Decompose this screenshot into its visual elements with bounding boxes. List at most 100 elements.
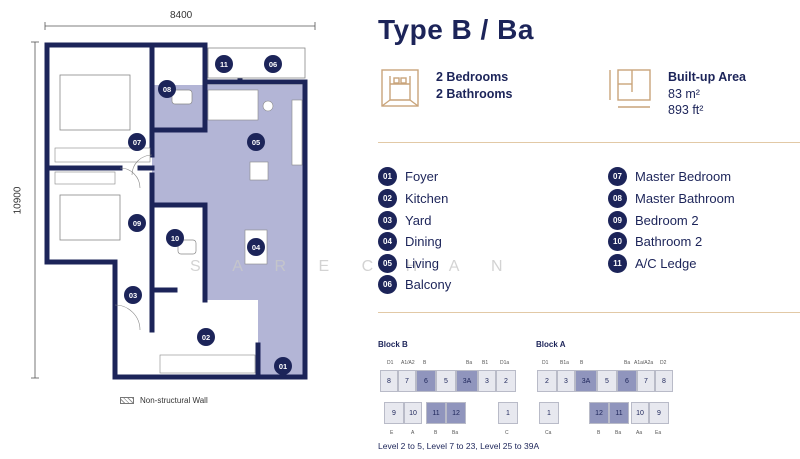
- room-number-badge: 10: [608, 231, 627, 251]
- built-up-area-label: Built-up Area: [668, 70, 747, 84]
- block-b-code: D1a: [500, 360, 510, 366]
- block-a-code: B: [580, 360, 584, 366]
- room-label: Foyer: [405, 168, 439, 184]
- block-a-unit: 7: [637, 370, 655, 392]
- block-a-unit-highlight: 6: [617, 370, 637, 392]
- unit-title: Type B / Ba: [378, 14, 534, 45]
- divider-bottom: [378, 312, 800, 313]
- block-b-unit: 9: [384, 402, 404, 424]
- block-a-unit: 5: [597, 370, 617, 392]
- room-number-badge: 05: [378, 253, 397, 273]
- block-b-unit-highlight: 6: [416, 370, 436, 392]
- floor-plan-drawing: [31, 22, 316, 380]
- bedroom-icon: [381, 69, 419, 107]
- block-b-unit-highlight: 11: [426, 402, 446, 424]
- block-b-unit: 1: [498, 402, 518, 424]
- room-number-badge: 08: [608, 188, 627, 208]
- block-b-unit-highlight: 3A: [456, 370, 478, 392]
- room-list-item: 05 Living: [378, 253, 439, 273]
- room-number-badge: 09: [608, 210, 627, 230]
- plan-marker-06: 06: [264, 55, 282, 73]
- block-a-unit-highlight: 3A: [575, 370, 597, 392]
- block-b-unit: 2: [496, 370, 516, 392]
- block-b-unit: 8: [380, 370, 398, 392]
- room-label: Dining: [405, 233, 442, 249]
- block-b-code: B: [434, 430, 438, 436]
- block-b-code: B1: [482, 360, 489, 366]
- plan-marker-10: 10: [166, 229, 184, 247]
- room-number-badge: 07: [608, 166, 627, 186]
- room-list-item: 01 Foyer: [378, 166, 438, 186]
- block-a-code: Aa: [636, 430, 643, 436]
- room-number-badge: 03: [378, 210, 397, 230]
- floor-area-icon: [609, 69, 651, 108]
- room-label: Bedroom 2: [635, 212, 699, 228]
- width-dimension: 8400: [170, 10, 193, 21]
- bedrooms-count: 2 Bedrooms: [436, 70, 509, 84]
- room-label: Living: [405, 255, 439, 271]
- room-list-item: 06 Balcony: [378, 274, 451, 294]
- block-a-unit: 1: [539, 402, 559, 424]
- levels-note: Level 2 to 5, Level 7 to 23, Level 25 to…: [378, 441, 540, 451]
- plan-marker-02: 02: [197, 328, 215, 346]
- plan-marker-07: 07: [128, 133, 146, 151]
- room-label: Bathroom 2: [635, 233, 703, 249]
- divider-top: [378, 142, 800, 143]
- block-a-code: A1a/A2a: [634, 360, 654, 366]
- block-a-unit: 2: [537, 370, 557, 392]
- hatch-swatch: [120, 397, 134, 404]
- room-list-item: 07 Master Bedroom: [608, 166, 731, 186]
- legend-label: Non-structural Wall: [140, 396, 208, 405]
- room-number-badge: 11: [608, 253, 627, 273]
- room-number-badge: 02: [378, 188, 397, 208]
- block-a-code: B: [597, 430, 601, 436]
- room-label: Kitchen: [405, 190, 449, 206]
- block-b-code: Ba: [466, 360, 473, 366]
- block-b-code: Ba: [452, 430, 459, 436]
- room-label: Master Bedroom: [635, 168, 732, 184]
- plan-marker-01: 01: [274, 357, 292, 375]
- watermark: S A R E C H A N: [190, 258, 517, 275]
- room-list-item: 04 Dining: [378, 231, 442, 251]
- room-label: Master Bathroom: [635, 190, 735, 206]
- room-list-item: 08 Master Bathroom: [608, 188, 735, 208]
- block-b-code: E: [390, 430, 394, 436]
- room-label: Balcony: [405, 276, 452, 292]
- plan-marker-05: 05: [247, 133, 265, 151]
- room-number-badge: 01: [378, 166, 397, 186]
- area-square-metres: 83 m²: [668, 87, 700, 101]
- block-a-code: Ba: [615, 430, 622, 436]
- room-list-item: 09 Bedroom 2: [608, 210, 699, 230]
- room-list-item: 11 A/C Ledge: [608, 253, 696, 273]
- block-b-unit: 7: [398, 370, 416, 392]
- block-a-code: D1: [542, 360, 549, 366]
- room-list-item: 10 Bathroom 2: [608, 231, 702, 251]
- room-label: Yard: [405, 212, 432, 228]
- room-list-item: 03 Yard: [378, 210, 432, 230]
- block-a-code: B1a: [560, 360, 569, 366]
- plan-marker-03: 03: [124, 286, 142, 304]
- block-a-unit: 9: [649, 402, 669, 424]
- plan-marker-04: 04: [247, 238, 265, 256]
- plan-marker-08: 08: [158, 80, 176, 98]
- plan-legend: Non-structural Wall: [120, 396, 208, 405]
- block-b-unit: 3: [478, 370, 496, 392]
- block-a-code: D2: [660, 360, 667, 366]
- block-a-unit-highlight: 11: [609, 402, 629, 424]
- block-a-unit-highlight: 12: [589, 402, 609, 424]
- block-b-code: B: [423, 360, 427, 366]
- block-a-unit: 8: [655, 370, 673, 392]
- block-b-code: D1: [387, 360, 394, 366]
- room-number-badge: 06: [378, 274, 397, 294]
- block-b-code: A1/A2: [401, 360, 415, 366]
- plan-marker-11: 11: [215, 55, 233, 73]
- block-a-code: Ba: [624, 360, 631, 366]
- floor-plan: 8400 10900 07 08 09 10 11 06 05 04 03 02…: [0, 0, 345, 459]
- block-b-unit: 5: [436, 370, 456, 392]
- height-dimension: 10900: [12, 186, 24, 215]
- room-label: A/C Ledge: [635, 255, 697, 271]
- block-a-code: Ca: [545, 430, 552, 436]
- area-square-feet: 893 ft²: [668, 103, 704, 117]
- room-list-item: 02 Kitchen: [378, 188, 448, 208]
- room-number-badge: 04: [378, 231, 397, 251]
